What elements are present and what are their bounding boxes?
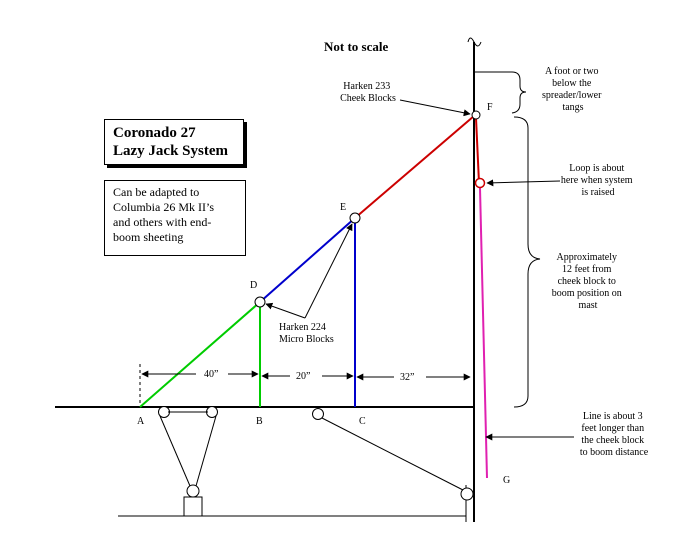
arrow-cheek-blocks bbox=[399, 99, 471, 117]
boom-block-aft bbox=[312, 408, 324, 420]
title-line-2: Lazy Jack System bbox=[113, 143, 228, 159]
brace-approx bbox=[513, 116, 541, 408]
point-c-label: C bbox=[359, 416, 366, 427]
callout-line-longer: Line is about 3 feet longer than the che… bbox=[580, 411, 649, 458]
sheet-line-4 bbox=[321, 417, 464, 491]
point-d-label: D bbox=[250, 280, 257, 291]
red-line-down bbox=[475, 117, 480, 184]
point-a-label: A bbox=[137, 416, 145, 427]
point-b-label: B bbox=[256, 416, 263, 427]
arrow-micro-to-d bbox=[265, 302, 306, 319]
note-line-4: boom sheeting bbox=[113, 230, 184, 244]
adaptation-note-box: Can be adapted to Columbia 26 Mk II’s an… bbox=[104, 180, 246, 256]
block-e bbox=[349, 212, 361, 224]
red-line-diagonal bbox=[354, 115, 475, 219]
title-line-1: Coronado 27 bbox=[113, 125, 196, 141]
note-line-3: and others with end- bbox=[113, 215, 212, 229]
green-line-diagonal bbox=[139, 301, 261, 408]
boom-block-right bbox=[206, 406, 218, 418]
note-line-2: Columbia 26 Mk II’s bbox=[113, 200, 214, 214]
dim-c-label: 32” bbox=[400, 372, 414, 383]
callout-cheek-blocks: Harken 233 Cheek Blocks bbox=[340, 81, 396, 104]
point-f-label: F bbox=[487, 102, 493, 113]
brace-foot-below bbox=[511, 71, 527, 114]
blue-line-diagonal bbox=[259, 217, 356, 303]
callout-approx: Approximately 12 feet from cheek block t… bbox=[552, 252, 625, 311]
note-line-1: Can be adapted to bbox=[113, 185, 200, 199]
boom-block-left bbox=[158, 406, 170, 418]
traveler-block bbox=[186, 484, 200, 498]
loop-marker bbox=[474, 177, 486, 189]
sheet-line-1 bbox=[159, 415, 191, 487]
mast-base-block bbox=[460, 487, 474, 501]
mast-top-break bbox=[467, 37, 482, 47]
traveler-base bbox=[183, 496, 203, 517]
arrow-micro-to-e bbox=[304, 223, 353, 319]
arrow-loop bbox=[486, 179, 561, 187]
block-d bbox=[254, 296, 266, 308]
point-e-label: E bbox=[340, 202, 346, 213]
magenta-line bbox=[479, 187, 488, 479]
callout-loop: Loop is about here when system is raised bbox=[561, 163, 635, 198]
dim-ab-label: 40” bbox=[204, 369, 218, 380]
not-to-scale-label: Not to scale bbox=[324, 39, 388, 54]
callout-foot-below: A foot or two below the spreader/lower t… bbox=[542, 66, 604, 113]
callout-micro-blocks: Harken 224 Micro Blocks bbox=[279, 322, 334, 345]
dim-bc-label: 20” bbox=[296, 371, 310, 382]
block-f bbox=[471, 110, 481, 120]
sheet-line-2 bbox=[195, 415, 217, 487]
point-g-label: G bbox=[503, 475, 510, 486]
title-box: Coronado 27 Lazy Jack System bbox=[104, 119, 244, 165]
